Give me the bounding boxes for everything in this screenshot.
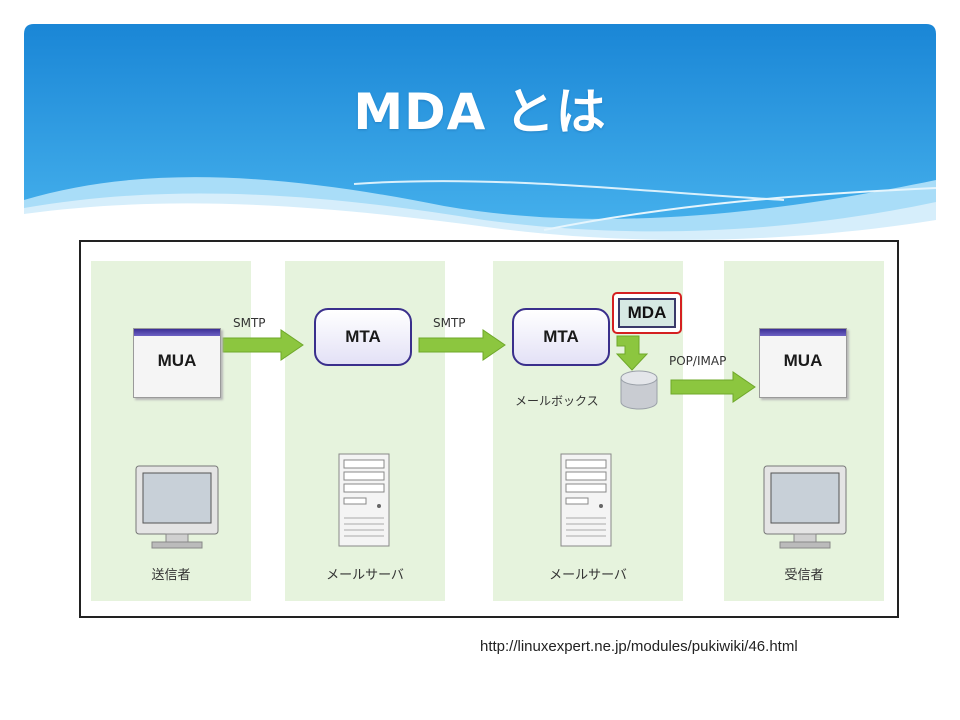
sender-computer-icon bbox=[135, 465, 219, 549]
mail-server-icon-1 bbox=[338, 453, 390, 547]
pop-imap-label: POP/IMAP bbox=[669, 354, 727, 368]
smtp-arrow-1 bbox=[222, 329, 304, 361]
receiver-mua-window: MUA bbox=[759, 328, 847, 398]
header-banner bbox=[24, 24, 936, 246]
mta-box-2: MTA bbox=[512, 308, 610, 366]
mda-highlight: MDA bbox=[612, 292, 682, 334]
pop-imap-arrow bbox=[670, 371, 756, 403]
smtp-arrow-2 bbox=[418, 329, 506, 361]
sender-caption: 送信者 bbox=[151, 568, 191, 583]
mail-server-caption-1: メールサーバ bbox=[326, 568, 404, 583]
receiver-caption: 受信者 bbox=[784, 568, 824, 583]
smtp-label-1: SMTP bbox=[233, 316, 266, 330]
window-titlebar bbox=[134, 329, 220, 336]
sender-mua-window: MUA bbox=[133, 328, 221, 398]
page-title: MDA とは bbox=[353, 83, 607, 141]
window-titlebar bbox=[760, 329, 846, 336]
source-url: http://linuxexpert.ne.jp/modules/pukiwik… bbox=[480, 638, 798, 655]
receiver-mua-label: MUA bbox=[783, 351, 823, 370]
receiver-computer-icon bbox=[763, 465, 847, 549]
sender-mua-label: MUA bbox=[157, 351, 197, 370]
mailbox-cylinder-icon bbox=[620, 370, 658, 410]
mta-box-1: MTA bbox=[314, 308, 412, 366]
mail-server-caption-2: メールサーバ bbox=[549, 568, 627, 583]
smtp-label-2: SMTP bbox=[433, 316, 466, 330]
diagram-graphics bbox=[135, 329, 847, 549]
mail-server-icon-2 bbox=[560, 453, 612, 547]
mailbox-label: メールボックス bbox=[515, 394, 599, 408]
mail-flow-diagram: MUA MTA MTA MDA MUA SMTP SMTP POP/IMAP メ… bbox=[79, 240, 899, 618]
mda-arrow bbox=[615, 335, 649, 371]
mda-box: MDA bbox=[618, 298, 676, 328]
